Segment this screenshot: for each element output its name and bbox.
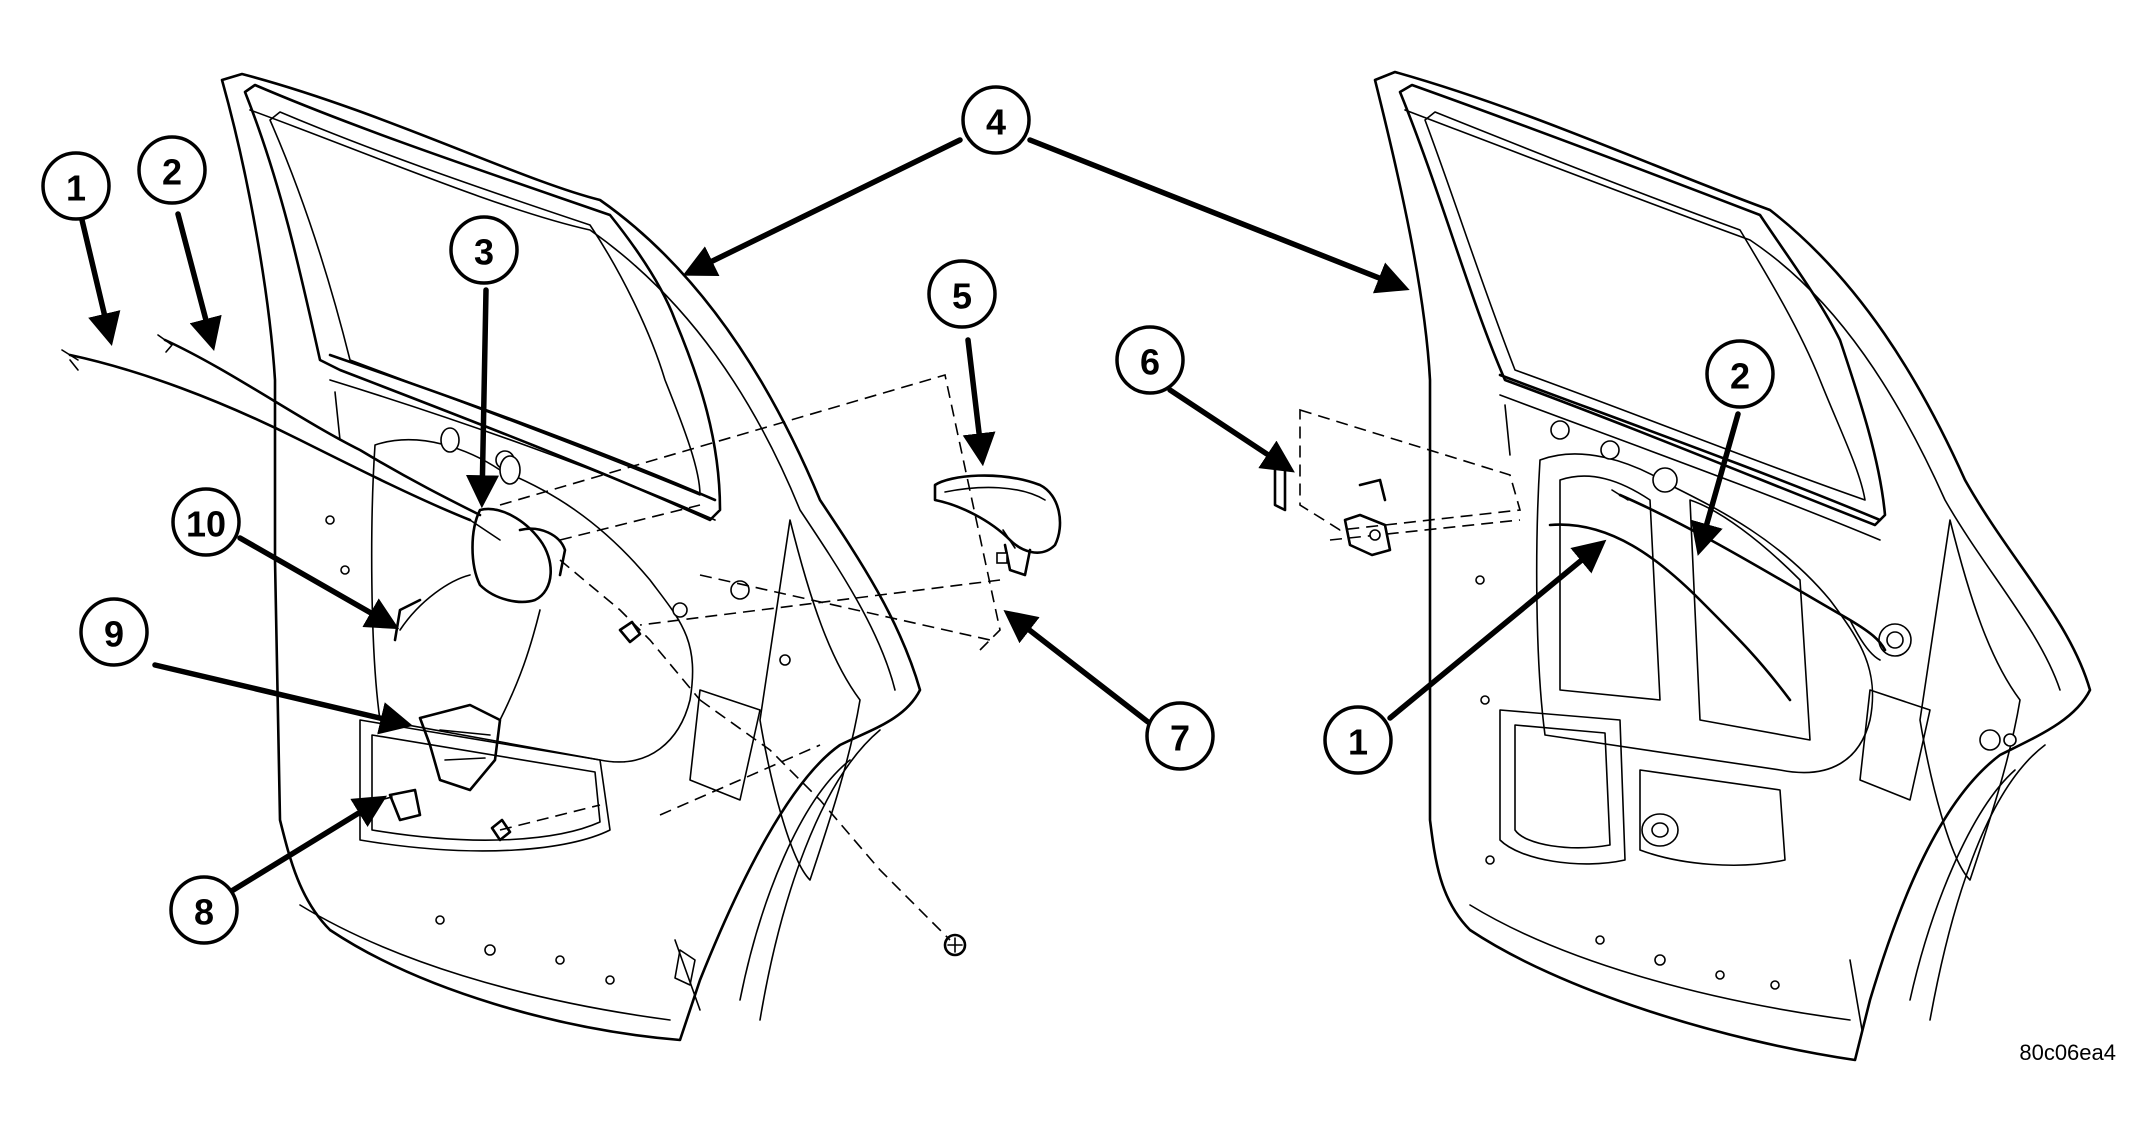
remote-cables-right [1548,489,1887,702]
callout-4-label: 4 [986,102,1006,143]
callout-7: 7 [1145,701,1215,771]
leader-lines [79,137,1741,895]
callout-3: 3 [449,215,519,285]
callout-2-left-label: 2 [162,152,182,193]
callout-1-right: 1 [1323,705,1393,775]
inside-handle-bracket [1273,408,1522,557]
callout-2-right-label: 2 [1730,356,1750,397]
callout-5: 5 [927,259,997,329]
exterior-handle [933,474,1062,577]
explode-lines-left [499,373,1001,941]
callout-2-right: 2 [1705,339,1775,409]
callout-4: 4 [961,85,1031,155]
callout-10: 10 [171,487,241,557]
callout-7-label: 7 [1170,718,1190,759]
remote-cables-left [61,334,501,541]
callout-2-left: 2 [137,135,207,205]
right-door-assembly [1373,70,2092,1062]
callout-9-label: 9 [104,614,124,655]
callout-1-left-label: 1 [66,168,86,209]
figure-code: 80c06ea4 [2019,1040,2116,1065]
callout-6-label: 6 [1140,342,1160,383]
left-door-assembly [220,72,922,1042]
callout-6: 6 [1115,325,1185,395]
callout-10-label: 10 [186,504,226,545]
callout-9: 9 [79,597,149,667]
callout-8-label: 8 [194,892,214,933]
screws-left [490,620,967,957]
callout-3-label: 3 [474,232,494,273]
callout-1-left: 1 [41,151,111,221]
callout-8: 8 [169,875,239,945]
callout-5-label: 5 [952,276,972,317]
callout-1-right-label: 1 [1348,722,1368,763]
latch-components-left [379,507,567,822]
